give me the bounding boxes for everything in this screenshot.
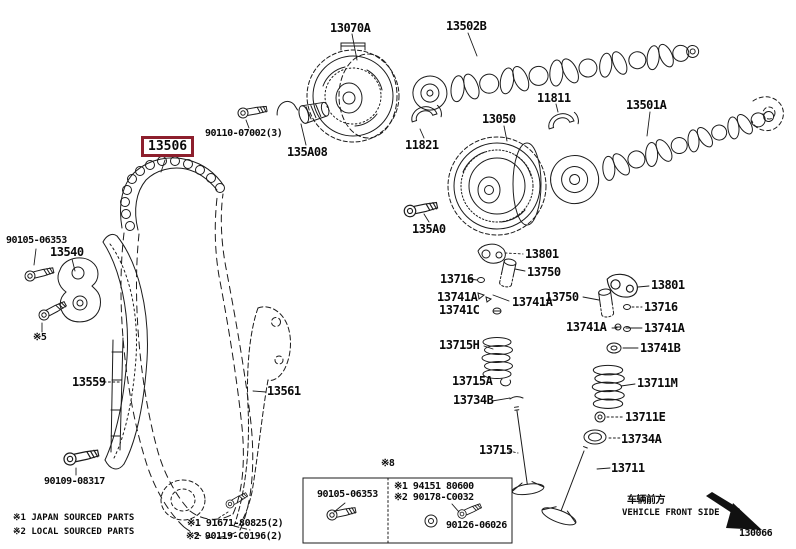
bolt-90105-top-icon xyxy=(23,264,55,283)
vehicle-front-label-cn: 车辆前方 xyxy=(627,495,666,506)
bolt-91671-icon xyxy=(224,490,250,510)
part-label-90109-08317[interactable]: 90109-08317 xyxy=(44,476,105,487)
part-label-13741c[interactable]: 13741C xyxy=(439,303,480,317)
timing-chain-loop xyxy=(120,193,254,538)
part-label-13050[interactable]: 13050 xyxy=(482,112,516,126)
part-label-13801-right[interactable]: 13801 xyxy=(651,278,685,292)
part-label-13715a[interactable]: 13715A xyxy=(452,374,493,388)
legend-japan-sourced: ※1 JAPAN SOURCED PARTS xyxy=(13,513,135,523)
part-label-13715h[interactable]: 13715H xyxy=(439,338,480,352)
bolt-90110-icon xyxy=(236,103,269,120)
small-parts-right xyxy=(583,304,631,445)
vehicle-front-arrow xyxy=(706,492,762,530)
part-label-135a08[interactable]: 135A08 xyxy=(287,145,328,159)
part-label-13715[interactable]: 13715 xyxy=(479,443,513,457)
lash-adjuster-13750-right-icon xyxy=(597,287,615,319)
leader-lines xyxy=(33,32,651,520)
rocker-13801-left-icon xyxy=(477,243,506,264)
valve-spring-13715H-icon xyxy=(481,337,513,379)
rocker-13801-right-icon xyxy=(603,270,641,301)
part-label-13540[interactable]: 13540 xyxy=(50,245,84,259)
part-label-13741b[interactable]: 13741B xyxy=(640,341,681,355)
part-label-13716-left[interactable]: 13716 xyxy=(440,272,474,286)
part-label-13750-left[interactable]: 13750 xyxy=(527,265,561,279)
vvt-gear-13050 xyxy=(447,136,547,236)
part-label-13561[interactable]: 13561 xyxy=(267,384,301,398)
note-mark-5: ※5 xyxy=(33,332,47,343)
bearing-cap-11821-icon xyxy=(408,101,444,127)
part-label-13716-right[interactable]: 13716 xyxy=(644,300,678,314)
chain-guide-13561 xyxy=(233,306,291,531)
part-label-13741a-left-1[interactable]: 13741A xyxy=(437,290,478,304)
intake-valve-13715 xyxy=(511,406,545,496)
exhaust-valve-13711 xyxy=(541,446,588,526)
part-label-90126-06026[interactable]: 90126-06026 xyxy=(446,520,507,531)
part-label-13501a[interactable]: 13501A xyxy=(626,98,667,112)
part-label-13711m[interactable]: 13711M xyxy=(637,376,678,390)
part-label-13711[interactable]: 13711 xyxy=(611,461,645,475)
camshaft-13502B xyxy=(412,43,700,111)
valve-spring-13711M-icon xyxy=(591,364,625,409)
part-label-13741a-left-2[interactable]: 13741A xyxy=(512,295,553,309)
part-label-90105-06353-box[interactable]: 90105-06353 xyxy=(317,489,378,500)
bolt-135A0-icon xyxy=(402,199,439,219)
part-label-13559[interactable]: 13559 xyxy=(72,375,106,389)
part-label-90110-07002[interactable]: 90110-07002(3) xyxy=(205,128,283,139)
part-label-135a0[interactable]: 135A0 xyxy=(412,222,446,236)
timing-chain-links xyxy=(120,156,225,231)
legend-part-90119[interactable]: ※2 90119-C0196(2) xyxy=(186,531,283,542)
part-label-11811[interactable]: 11811 xyxy=(537,91,571,105)
part-label-11821[interactable]: 11821 xyxy=(405,138,439,152)
part-label-13711e[interactable]: 13711E xyxy=(625,410,666,424)
highlighted-callout-13506[interactable]: 13506 xyxy=(141,136,195,157)
tensioner-13540 xyxy=(57,257,101,323)
vvt-gear-13070A xyxy=(306,42,400,143)
hardware-box xyxy=(302,477,513,544)
actuator-135A08 xyxy=(276,100,330,124)
stud-90126-icon xyxy=(455,501,483,521)
part-label-13801-left[interactable]: 13801 xyxy=(525,247,559,261)
legend-local-sourced: ※2 LOCAL SOURCED PARTS xyxy=(13,527,135,537)
bolt-note5-icon xyxy=(36,298,69,323)
legend-part-91671[interactable]: ※1 91671-80825(2) xyxy=(187,518,284,529)
nut-94151-icon xyxy=(424,514,438,528)
note-mark-8: ※8 xyxy=(381,458,395,469)
part-label-13750-right[interactable]: 13750 xyxy=(545,290,579,304)
bolt-90109-icon xyxy=(62,446,101,467)
vehicle-front-label-en: VEHICLE FRONT SIDE xyxy=(622,508,720,518)
part-label-13741a-right-2[interactable]: 13741A xyxy=(644,321,685,335)
part-label-13741a-right-1[interactable]: 13741A xyxy=(566,320,607,334)
lash-adjuster-13750-left-icon xyxy=(498,257,518,289)
box-note-94151[interactable]: ※1 94151 80600 xyxy=(394,481,474,492)
part-label-13070a[interactable]: 13070A xyxy=(330,21,371,35)
camshaft-13501A xyxy=(550,110,775,205)
part-label-13502b[interactable]: 13502B xyxy=(446,19,487,33)
part-label-90105-06353-top[interactable]: 90105-06353 xyxy=(6,235,67,246)
bearing-cap-11811-icon xyxy=(545,108,581,134)
chain-guide-13559 xyxy=(102,233,148,470)
part-label-13734b[interactable]: 13734B xyxy=(453,393,494,407)
box-note-90178[interactable]: ※2 90178-C0032 xyxy=(394,492,474,503)
figure-code: 130066 xyxy=(739,528,773,539)
cam-end-bracket xyxy=(751,96,784,132)
part-label-13734a[interactable]: 13734A xyxy=(621,432,662,446)
small-parts-left xyxy=(477,277,524,400)
crank-sprocket xyxy=(160,479,206,521)
bolt-box-90105-icon xyxy=(325,504,358,522)
